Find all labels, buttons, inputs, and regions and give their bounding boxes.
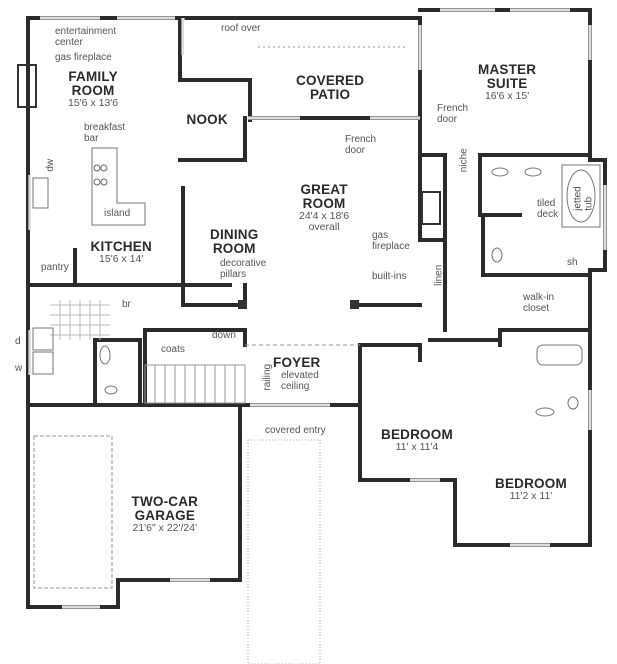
note-elevated-ceiling: elevated ceiling <box>281 370 319 392</box>
laundry-tile-floor <box>50 300 110 340</box>
decorative-pillar-icon <box>350 300 359 309</box>
note-linen: linen <box>433 264 445 286</box>
note-entertainment-center: entertainment center <box>55 26 117 48</box>
jetted-tub-frame <box>561 164 601 228</box>
room-name: FAMILY ROOM <box>68 69 118 99</box>
note-down: down <box>212 330 236 341</box>
room-name: NOOK <box>186 112 228 127</box>
room-name: COVERED PATIO <box>296 73 365 103</box>
vanity-sink-icon <box>524 167 542 177</box>
note-island: island <box>104 208 131 219</box>
room-name: BEDROOM <box>381 427 453 442</box>
room-label-dining-room: DINING ROOM <box>210 227 259 257</box>
powder-sink-icon <box>99 345 111 365</box>
note-french-door-patio: French door <box>345 134 377 156</box>
room-name: KITCHEN <box>90 239 152 254</box>
room-name: MASTER SUITE <box>478 62 537 92</box>
garage-parking-outline <box>33 435 113 589</box>
room-label-nook: NOOK <box>186 112 228 127</box>
toilet-icon <box>104 385 118 395</box>
fixtures <box>17 46 601 664</box>
note-decorative-pillars: decorative pillars <box>220 258 267 280</box>
note-shower: sh <box>567 257 578 268</box>
windows <box>28 8 607 609</box>
decorative-pillar-icon <box>238 300 247 309</box>
note-gas-fireplace-great: gas fireplace <box>372 230 410 252</box>
room-dimensions: 11' x 11'4 <box>395 441 439 454</box>
note-covered-entry: covered entry <box>265 425 326 436</box>
note-dw: dw <box>45 158 57 172</box>
dryer-icon <box>32 327 54 351</box>
room-label-foyer: FOYER <box>273 355 321 370</box>
note-tiled-deck: tiled deck <box>537 198 559 220</box>
room-label-covered-patio: COVERED PATIO <box>296 73 365 103</box>
room-dimensions-note: overall <box>308 221 340 234</box>
room-name: GREAT ROOM <box>300 182 348 212</box>
cooktop-burner-icon <box>93 178 101 186</box>
room-dimensions: 15'6 x 13'6 <box>68 97 119 110</box>
note-gas-fireplace-family: gas fireplace <box>55 52 112 63</box>
note-coats: coats <box>161 344 185 355</box>
note-built-ins: built-ins <box>372 271 407 282</box>
driveway <box>247 439 321 664</box>
room-dimensions: 15'6 x 14' <box>99 253 144 266</box>
vanity-sink-icon <box>491 167 509 177</box>
note-washer: w <box>15 363 23 374</box>
room-dimensions: 16'6 x 15' <box>484 90 530 103</box>
note-railing: railing <box>262 363 274 391</box>
washer-icon <box>32 351 54 375</box>
room-dimensions: 11'2 x 11' <box>509 490 553 503</box>
great-room-fireplace-icon <box>421 191 441 225</box>
room-name: DINING ROOM <box>210 227 259 257</box>
stairs <box>144 364 246 404</box>
room-dimensions: 24'4 x 18'6 <box>299 210 350 223</box>
toilet-icon <box>491 247 503 263</box>
bathtub-icon <box>536 344 583 366</box>
note-pantry: pantry <box>41 262 69 273</box>
kitchen-sink-icon <box>32 177 49 209</box>
note-br: br <box>122 299 131 310</box>
note-niche: niche <box>458 148 470 173</box>
cooktop-burner-icon <box>100 178 108 186</box>
toilet-icon <box>567 396 579 410</box>
cooktop-burner-icon <box>93 164 101 172</box>
cooktop-burner-icon <box>100 164 108 172</box>
note-dryer: d <box>15 336 21 347</box>
bath-sink-icon <box>535 407 555 417</box>
family-fireplace-icon <box>17 64 37 108</box>
note-walk-in-closet: walk-in closet <box>523 292 555 314</box>
room-name: TWO-CAR GARAGE <box>131 494 199 524</box>
room-name: FOYER <box>273 355 321 370</box>
note-jetted-tub: jetted tub <box>572 186 595 211</box>
room-name: BEDROOM <box>495 476 567 491</box>
note-breakfast-bar: breakfast bar <box>84 122 126 144</box>
jetted-tub-icon <box>566 169 596 223</box>
room-dimensions: 21'6" x 22'/24' <box>132 522 198 535</box>
kitchen-island <box>91 147 146 226</box>
note-french-door-master: French door <box>437 103 469 125</box>
note-roof-over: roof over <box>221 23 261 34</box>
